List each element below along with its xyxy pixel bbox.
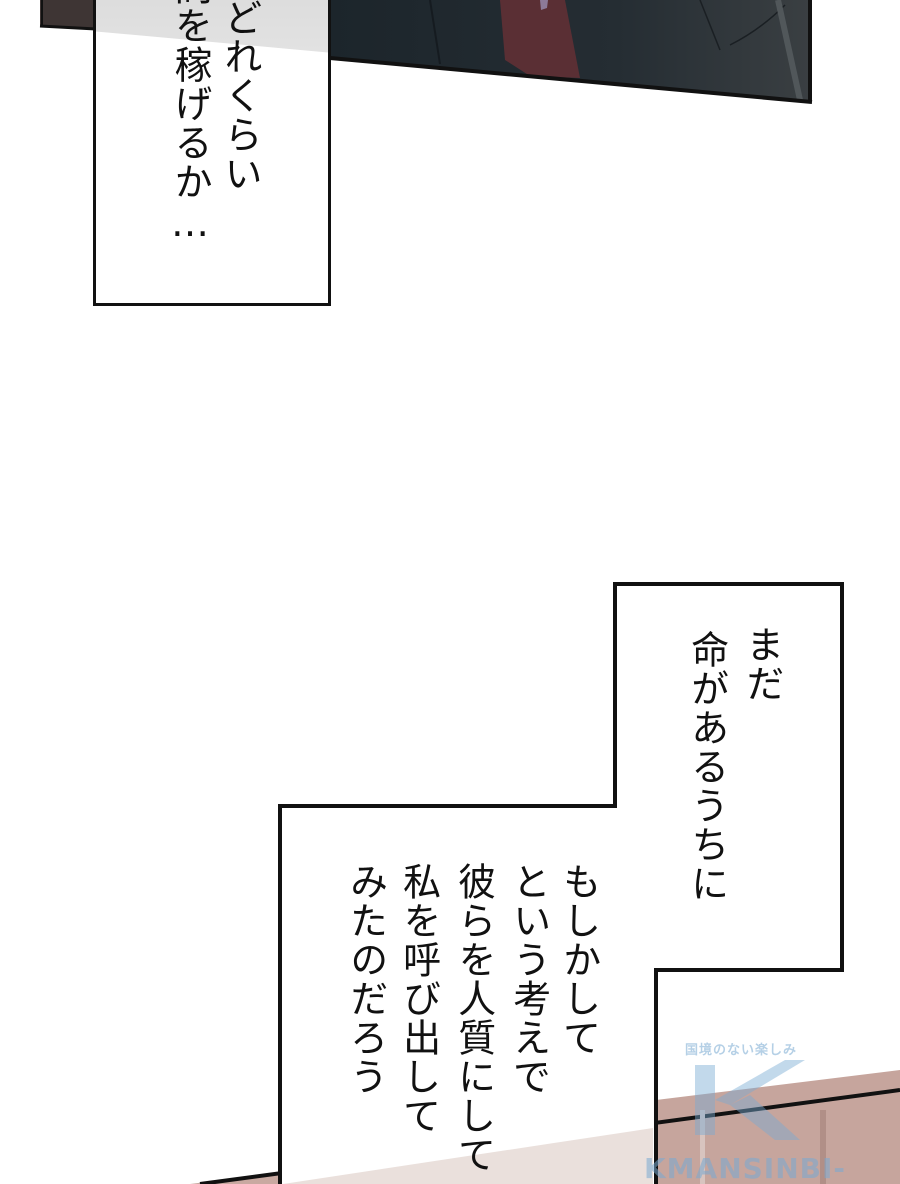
caption-middle-line-3: 彼らを人質にして (451, 862, 496, 1174)
caption-box-top: どれくらい 間を稼げるか… (93, 0, 331, 306)
site-watermark: 国境のない楽しみ KMANSINBI-99.COM (590, 1035, 900, 1184)
caption-middle-line-1: もしかして (556, 862, 601, 1057)
caption-shade-overlay (96, 0, 328, 53)
caption-right-line-2: 命があるうちに (684, 630, 729, 903)
caption-top-line-1: どれくらい (218, 0, 262, 193)
caption-right-line-1: まだ (739, 625, 784, 703)
caption-middle-line-4: 私を呼び出して (396, 862, 441, 1135)
watermark-tagline: 国境のない楽しみ (685, 1043, 798, 1058)
top-scene-panel (0, 0, 900, 110)
caption-middle-line-5: みたのだろう (343, 862, 388, 1096)
top-scene-illustration (39, 0, 813, 104)
watermark-site-url: KMANSINBI-99.COM (643, 1152, 847, 1184)
caption-middle-line-2: という考えで (506, 862, 551, 1096)
caption-top-line-2: 間を稼げるか… (168, 0, 212, 246)
watermark-k-logo-icon (695, 1060, 805, 1140)
